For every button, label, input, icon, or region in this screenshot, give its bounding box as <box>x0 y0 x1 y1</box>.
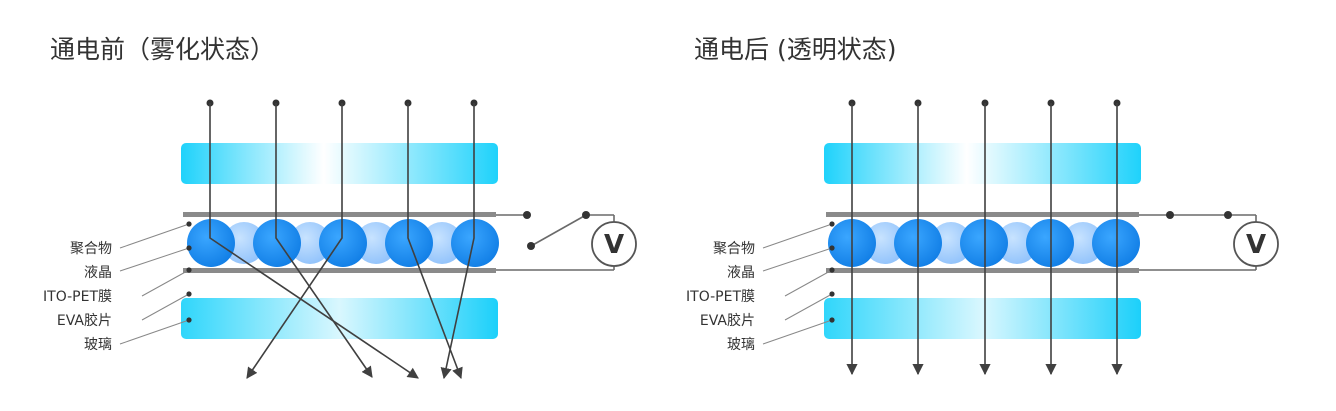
liquid-crystal-layer-right <box>828 219 1140 267</box>
label-polymer: 聚合物 <box>70 241 112 257</box>
polymer-droplet <box>864 222 906 264</box>
right-diagram: V 聚合物 <box>686 99 1279 376</box>
liquid-crystal-droplet <box>319 219 367 267</box>
label-eva-film: EVA胶片 <box>57 312 112 329</box>
polymer-droplet <box>289 222 331 264</box>
voltmeter-left: V <box>591 221 637 267</box>
voltmeter-label: V <box>604 230 624 260</box>
switch-contact <box>1166 211 1174 219</box>
light-rays-right <box>846 99 1123 376</box>
label-polymer: 聚合物 <box>713 241 755 257</box>
glass-top-left <box>181 143 498 184</box>
label-liquid-crystal: 液晶 <box>727 265 755 281</box>
label-ito-pet-film: ITO-PET膜 <box>43 289 112 305</box>
glass-bottom-right <box>824 298 1141 339</box>
label-liquid-crystal: 液晶 <box>84 265 112 281</box>
liquid-crystal-droplet <box>1092 219 1140 267</box>
scattered-ray <box>209 103 419 379</box>
circuit-right <box>1139 214 1257 271</box>
ito-film-bottom-left <box>183 268 496 273</box>
liquid-crystal-droplet <box>385 219 433 267</box>
label-glass: 玻璃 <box>84 336 112 353</box>
label-ito-pet-film: ITO-PET膜 <box>686 289 755 305</box>
liquid-crystal-droplet <box>253 219 301 267</box>
liquid-crystal-droplet <box>451 219 499 267</box>
switch-contact <box>582 211 590 219</box>
label-eva-film: EVA胶片 <box>700 312 755 329</box>
polymer-droplet <box>1062 222 1104 264</box>
ito-film-top-left <box>183 212 496 217</box>
panel-title-right: 通电后 (透明状态) <box>694 35 897 64</box>
voltmeter-right: V <box>1233 221 1279 267</box>
scattered-ray <box>407 103 463 380</box>
label-glass: 玻璃 <box>727 336 755 353</box>
callouts-right <box>762 223 833 345</box>
ito-film-bottom-right <box>826 268 1139 273</box>
callouts-left <box>119 223 190 345</box>
polymer-droplet <box>421 222 463 264</box>
light-rays-left <box>206 99 478 380</box>
left-diagram: V 聚合物 <box>43 99 637 380</box>
switch-contact <box>1224 211 1232 219</box>
scattered-ray <box>246 103 343 379</box>
liquid-crystal-droplet <box>1026 219 1074 267</box>
panel-title-left: 通电前（雾化状态） <box>50 35 276 64</box>
switch-contact <box>527 242 535 250</box>
switch-contact <box>523 211 531 219</box>
liquid-crystal-layer-left <box>187 219 499 267</box>
polymer-droplet <box>996 222 1038 264</box>
liquid-crystal-droplet <box>960 219 1008 267</box>
liquid-crystal-droplet <box>187 219 235 267</box>
open-switch-lever <box>530 214 587 247</box>
glass-top-right <box>824 143 1141 184</box>
ito-film-top-right <box>826 212 1139 217</box>
polymer-droplet <box>355 222 397 264</box>
scattered-ray <box>275 103 373 378</box>
scattered-ray <box>440 103 475 380</box>
glass-bottom-left <box>181 298 498 339</box>
polymer-droplet <box>930 222 972 264</box>
voltmeter-label: V <box>1246 230 1266 260</box>
